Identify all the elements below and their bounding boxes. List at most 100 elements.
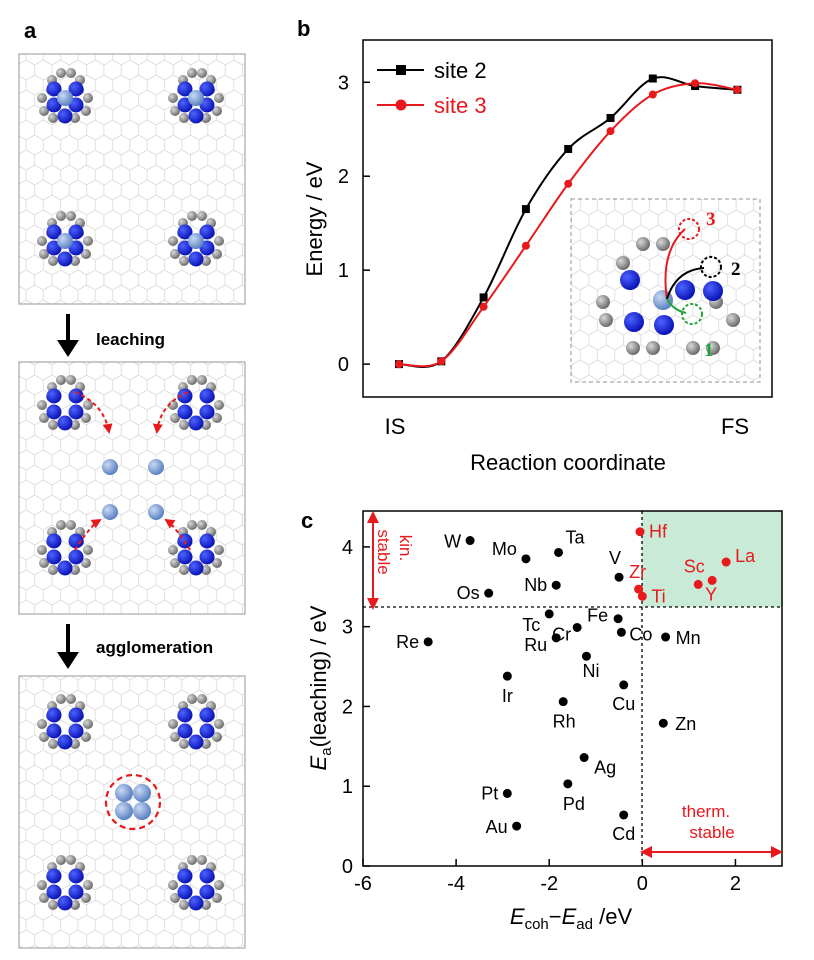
- nitrogen-atom: [68, 723, 84, 739]
- carbon-atom: [39, 558, 49, 568]
- carbon-atom: [168, 400, 178, 410]
- carbon-atom: [168, 880, 178, 890]
- carbon-atom: [37, 880, 47, 890]
- panel-a: leaching agglomeration: [18, 53, 246, 949]
- point-Tc: [544, 609, 554, 619]
- carbon-atom: [212, 732, 222, 742]
- nitrogen-atom: [177, 884, 193, 900]
- point-Cd: [619, 810, 629, 820]
- carbon-atom: [170, 893, 180, 903]
- carbon-atom: [81, 558, 91, 568]
- point-label-Zn: Zn: [675, 714, 696, 734]
- carbon-atom: [66, 855, 76, 865]
- carbon-atom: [212, 893, 222, 903]
- chart-c-ytick-label: 2: [342, 696, 353, 718]
- carbon-atom: [201, 565, 211, 575]
- carbon-atom: [214, 719, 224, 729]
- carbon-atom: [168, 545, 178, 555]
- nitrogen-atom: [188, 560, 204, 576]
- carbon-atom: [197, 375, 207, 385]
- inset-site-2-ring: [700, 256, 722, 278]
- nitrogen-atom: [57, 251, 73, 267]
- carbon-atom: [70, 256, 80, 266]
- carbon-atom: [70, 565, 80, 575]
- nitrogen-atom: [177, 404, 193, 420]
- point-Ti: [637, 591, 647, 601]
- nitrogen-atom: [199, 388, 215, 404]
- point-Y: [707, 575, 717, 585]
- point-Pt: [502, 788, 512, 798]
- data-point-site-3: [521, 241, 530, 250]
- point-Ru: [551, 633, 561, 643]
- nitrogen-atom: [68, 81, 84, 97]
- data-point-site-3: [648, 90, 657, 99]
- point-label-V: V: [609, 548, 621, 568]
- data-point-site-3: [691, 79, 700, 88]
- nitrogen-atom: [68, 404, 84, 420]
- carbon-atom: [39, 106, 49, 116]
- leached-metal-atom: [102, 459, 118, 475]
- carbon-atom: [201, 420, 211, 430]
- point-Pd: [563, 779, 573, 789]
- carbon-atom: [48, 900, 58, 910]
- data-point-site-3: [479, 302, 488, 311]
- point-La: [721, 557, 731, 567]
- point-Ni: [581, 651, 591, 661]
- chart-c-xlabel: Ecoh−Ead /eV: [510, 904, 633, 933]
- chart-b-inset: 3 2 1: [570, 198, 761, 383]
- carbon-atom: [56, 855, 66, 865]
- point-label-Mn: Mn: [676, 628, 701, 648]
- nitrogen-atom: [68, 533, 84, 549]
- metal-atom: [188, 233, 204, 249]
- nitrogen-atom: [46, 533, 62, 549]
- therm-annot-2: stable: [689, 823, 734, 842]
- carbon-atom: [201, 256, 211, 266]
- nitrogen-atom: [68, 884, 84, 900]
- therm-annot-1: therm.: [682, 802, 730, 821]
- kin-annot-2: stable: [374, 529, 393, 574]
- carbon-atom: [197, 855, 207, 865]
- data-point-site-3: [395, 360, 403, 369]
- inset-carbon-atom: [596, 295, 610, 309]
- leaching-label: leaching: [96, 330, 165, 349]
- nitrogen-atom: [68, 388, 84, 404]
- inset-path-2: [666, 267, 705, 300]
- chart-b-ytick-label: 0: [338, 354, 349, 376]
- carbon-atom: [56, 694, 66, 704]
- nitrogen-atom: [199, 723, 215, 739]
- nitrogen-atom: [177, 868, 193, 884]
- chart-b-ytick-label: 2: [338, 166, 349, 188]
- chart-b-ytick-label: 3: [338, 72, 349, 94]
- carbon-atom: [48, 113, 58, 123]
- nitrogen-atom: [199, 81, 215, 97]
- chart-b-xtick-is: IS: [385, 414, 406, 439]
- carbon-atom: [66, 375, 76, 385]
- nitrogen-atom: [46, 707, 62, 723]
- cluster-metal-atom: [133, 784, 151, 802]
- inset-label-2: 2: [731, 259, 741, 280]
- chart-c-xtick-label: -4: [447, 873, 465, 895]
- panel-label-b: b: [297, 16, 310, 41]
- data-point-site-2: [479, 293, 488, 302]
- nitrogen-atom: [188, 251, 204, 267]
- nitrogen-atom: [46, 388, 62, 404]
- agglomeration-label: agglomeration: [96, 638, 213, 657]
- carbon-atom: [39, 249, 49, 259]
- point-label-Ta: Ta: [566, 527, 586, 547]
- chart-b-xtick-fs: FS: [721, 414, 749, 439]
- nitrogen-atom: [199, 868, 215, 884]
- carbon-atom: [70, 900, 80, 910]
- point-label-Ti: Ti: [651, 586, 665, 606]
- carbon-atom: [70, 420, 80, 430]
- carbon-atom: [214, 880, 224, 890]
- carbon-atom: [214, 545, 224, 555]
- carbon-atom: [187, 68, 197, 78]
- point-label-Cr: Cr: [552, 624, 571, 644]
- point-Cr: [572, 622, 582, 632]
- carbon-atom: [56, 520, 66, 530]
- point-label-La: La: [735, 546, 756, 566]
- chart-b-series: [395, 74, 742, 369]
- point-V: [614, 572, 624, 582]
- carbon-atom: [56, 375, 66, 385]
